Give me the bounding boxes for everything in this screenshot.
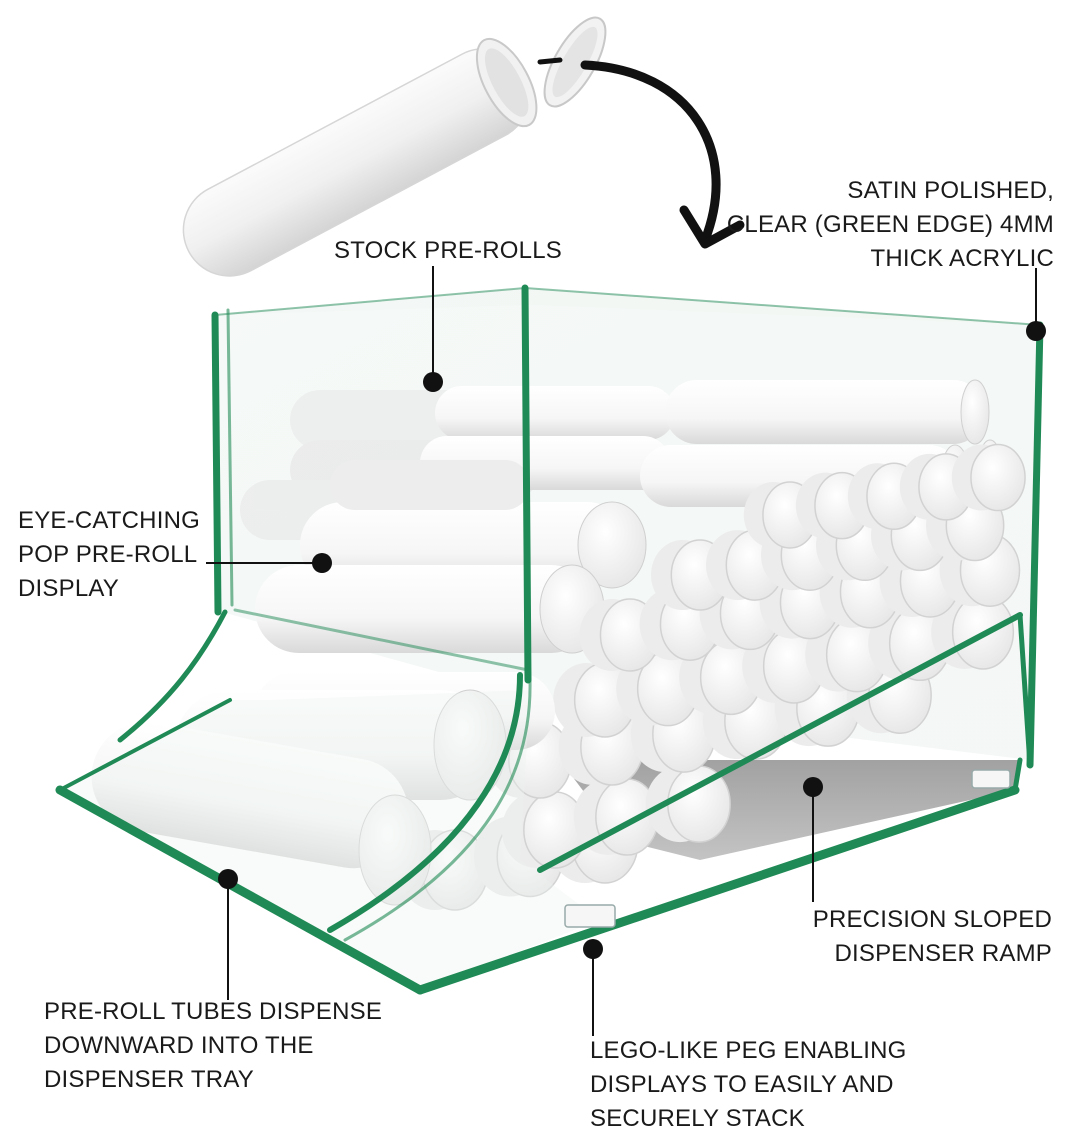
stack-pegs [564, 769, 1011, 928]
callout-line: DISPENSER TRAY [44, 1066, 254, 1093]
acrylic-edges [55, 284, 1044, 995]
callout-line: THICK ACRYLIC [870, 245, 1054, 272]
callout-line: STOCK PRE-ROLLS [334, 237, 562, 264]
callout-lego-peg: LEGO-LIKE PEG ENABLING DISPLAYS TO EASIL… [590, 1034, 907, 1136]
callout-line: DOWNWARD INTO THE [44, 1032, 314, 1059]
callout-eye-catching: EYE-CATCHING POP PRE-ROLL DISPLAY [18, 504, 200, 606]
callout-leaders [206, 266, 1037, 1036]
callout-line: DISPLAYS TO EASILY AND [590, 1071, 894, 1098]
tube-cap [667, 765, 731, 843]
callout-line: DISPENSER RAMP [834, 940, 1052, 967]
tube-cap [970, 443, 1026, 512]
dot-peg [583, 939, 603, 959]
callout-line: SECURELY STACK [590, 1105, 805, 1132]
callout-stock-preroll: STOCK PRE-ROLLS [334, 234, 562, 268]
callout-line: EYE-CATCHING [18, 507, 200, 534]
callout-line: DISPLAY [18, 575, 119, 602]
stacked-tube-caps [399, 443, 1026, 911]
tray-glass [60, 690, 600, 990]
pop-tube-lid-icon [543, 16, 607, 108]
pop-tube-icon [182, 37, 538, 277]
callout-satin-acrylic: SATIN POLISHED, CLEAR (GREEN EDGE) 4MM T… [727, 174, 1054, 276]
dot-satin [1026, 321, 1046, 341]
callout-line: PRECISION SLOPED [812, 906, 1052, 933]
callout-dispenser-tray: PRE-ROLL TUBES DISPENSE DOWNWARD INTO TH… [44, 995, 382, 1097]
dot-tray [218, 869, 238, 889]
dot-stock [423, 372, 443, 392]
dot-ramp [803, 777, 823, 797]
callout-line: CLEAR (GREEN EDGE) 4MM [726, 211, 1054, 238]
callout-dots [218, 321, 1046, 959]
callout-line: SATIN POLISHED, [847, 177, 1054, 204]
tray-tubes [91, 672, 555, 906]
callout-line: POP PRE-ROLL [18, 541, 198, 568]
callout-sloped-ramp: PRECISION SLOPED DISPENSER RAMP [813, 903, 1052, 971]
callout-line: PRE-ROLL TUBES DISPENSE [44, 998, 383, 1025]
callout-line: LEGO-LIKE PEG ENABLING [590, 1037, 907, 1064]
dot-eye [312, 553, 332, 573]
lid-hinge [537, 57, 563, 65]
curved-arrow-icon [580, 60, 745, 249]
